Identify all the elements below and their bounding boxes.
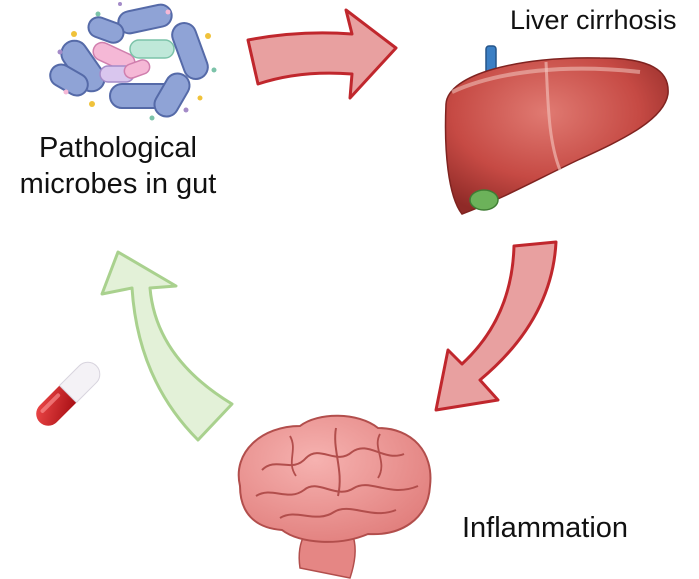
pill-icon <box>36 361 101 426</box>
arrow-brain-to-microbes <box>100 250 234 442</box>
microbes-label: Pathological microbes in gut <box>0 130 236 202</box>
microbes-label-line1: Pathological <box>39 132 197 164</box>
liver-label: Liver cirrhosis <box>510 5 677 35</box>
microbes-label-line2: microbes in gut <box>19 168 217 200</box>
arrow-microbes-to-liver <box>246 8 398 100</box>
arrow-liver-to-brain <box>434 240 558 412</box>
inflammation-label: Inflammation <box>462 512 629 544</box>
liver-icon <box>444 45 669 215</box>
microbes-icon <box>49 2 222 121</box>
brain-icon <box>237 414 432 579</box>
